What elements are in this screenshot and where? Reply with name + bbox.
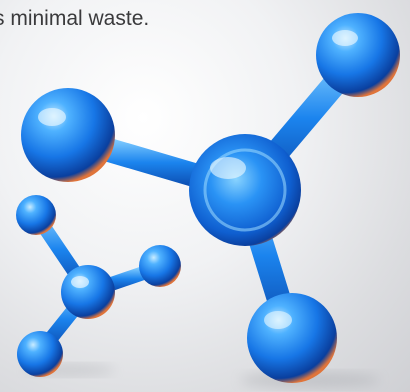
- small-molecule: [16, 195, 181, 377]
- caption-text: s minimal waste.: [0, 7, 150, 30]
- small-atom-center: [61, 265, 115, 319]
- large-atom-left: [21, 88, 115, 182]
- small-atom-bottom: [17, 331, 63, 377]
- large-atom-bottom: [247, 293, 337, 383]
- small-atom-right: [139, 245, 181, 287]
- large-atom-top-right: [316, 13, 400, 97]
- large-molecule: [21, 13, 400, 383]
- small-atom-top: [16, 195, 56, 235]
